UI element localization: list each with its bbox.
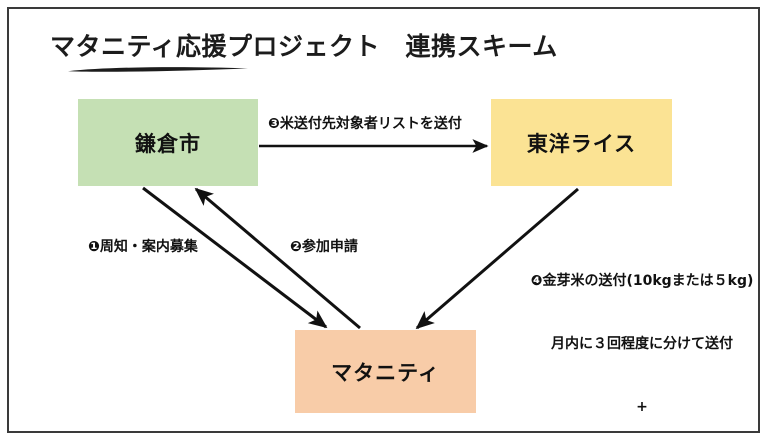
edge-label-4-line2: 月内に３回程度に分けて送付 — [551, 336, 733, 352]
page-title: マタニティ応援プロジェクト 連携スキーム — [50, 32, 558, 61]
node-maternity[interactable]: マタニティ — [295, 330, 476, 413]
node-kamakura-label: 鎌倉市 — [135, 131, 201, 156]
edge-label-4-line1: ❹金芽米の送付(10kgまたは５kg) — [530, 273, 754, 289]
edge-label-2: ❷参加申請 — [290, 239, 358, 255]
edge-label-1: ❶周知・案内募集 — [88, 239, 198, 255]
node-maternity-label: マタニティ — [331, 360, 440, 385]
edge-label-3: ❸米送付先対象者リストを送付 — [268, 116, 462, 132]
title-underline-stroke — [68, 67, 248, 72]
node-kamakura[interactable]: 鎌倉市 — [78, 99, 258, 186]
node-toyo-label: 東洋ライス — [526, 131, 637, 156]
edge-label-4: ❹金芽米の送付(10kgまたは５kg) 月内に３回程度に分けて送付 + アンケー… — [528, 229, 756, 440]
edge-label-4-line3: + — [636, 399, 648, 415]
node-toyo[interactable]: 東洋ライス — [491, 99, 672, 186]
